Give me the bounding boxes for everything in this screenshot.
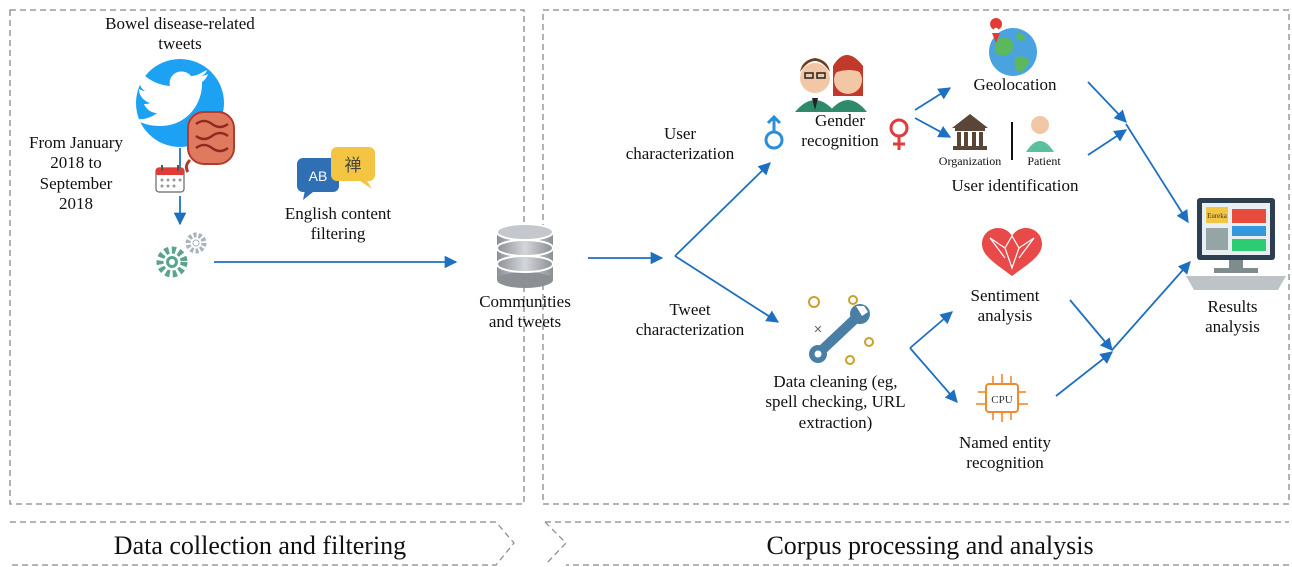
ner-label: Named entity recognition — [958, 433, 1052, 473]
chip-icon: CPU — [976, 374, 1028, 422]
wrench-icon: ✕ — [808, 295, 874, 365]
results-label: Results analysis — [1205, 297, 1260, 337]
phase-label-left: Data collection and filtering — [113, 531, 407, 560]
data-cleaning-label: Data cleaning (eg, spell checking, URL e… — [765, 372, 906, 432]
store-label: Communities and tweets — [479, 292, 571, 332]
calendar-icon — [155, 165, 185, 193]
building-icon — [952, 114, 988, 150]
computer-icon: Eureka — [1186, 198, 1286, 290]
female-symbol-icon — [889, 118, 909, 150]
svg-text:✕: ✕ — [813, 323, 822, 336]
gears-icon — [156, 232, 207, 278]
organization-label: Organization — [938, 154, 1002, 168]
source-label: Bowel disease-related tweets — [105, 14, 255, 54]
user-identification-label: User identification — [951, 176, 1079, 195]
patient-icon — [1026, 116, 1054, 152]
heart-icon — [982, 228, 1042, 276]
data-collection-panel — [9, 9, 525, 505]
filter-label: English content filtering — [284, 204, 392, 244]
phase-chevron-right — [544, 521, 1289, 566]
gender-label: Gender recognition — [801, 111, 879, 151]
phase-chevron-left — [10, 521, 515, 566]
globe-icon — [989, 18, 1037, 76]
sentiment-label: Sentiment analysis — [970, 286, 1040, 326]
database-icon — [496, 223, 554, 288]
male-symbol-icon — [764, 114, 784, 150]
translate-icon: AB 禅 — [297, 147, 375, 200]
eureka-label: Eureka — [1207, 212, 1228, 220]
tweet-branch-label: Tweet characterization — [635, 300, 745, 340]
user-branch-label: User characterization — [625, 124, 735, 164]
phase-label-right: Corpus processing and analysis — [766, 531, 1094, 560]
geolocation-label: Geolocation — [973, 75, 1057, 94]
chip-label: CPU — [991, 394, 1012, 406]
date-range-label: From January 2018 to September 2018 — [29, 133, 123, 214]
intestine-icon — [184, 111, 235, 173]
svg-text:AB: AB — [309, 168, 328, 184]
people-icon — [795, 55, 867, 112]
patient-label: Patient — [1027, 154, 1061, 168]
svg-text:禅: 禅 — [345, 156, 362, 176]
